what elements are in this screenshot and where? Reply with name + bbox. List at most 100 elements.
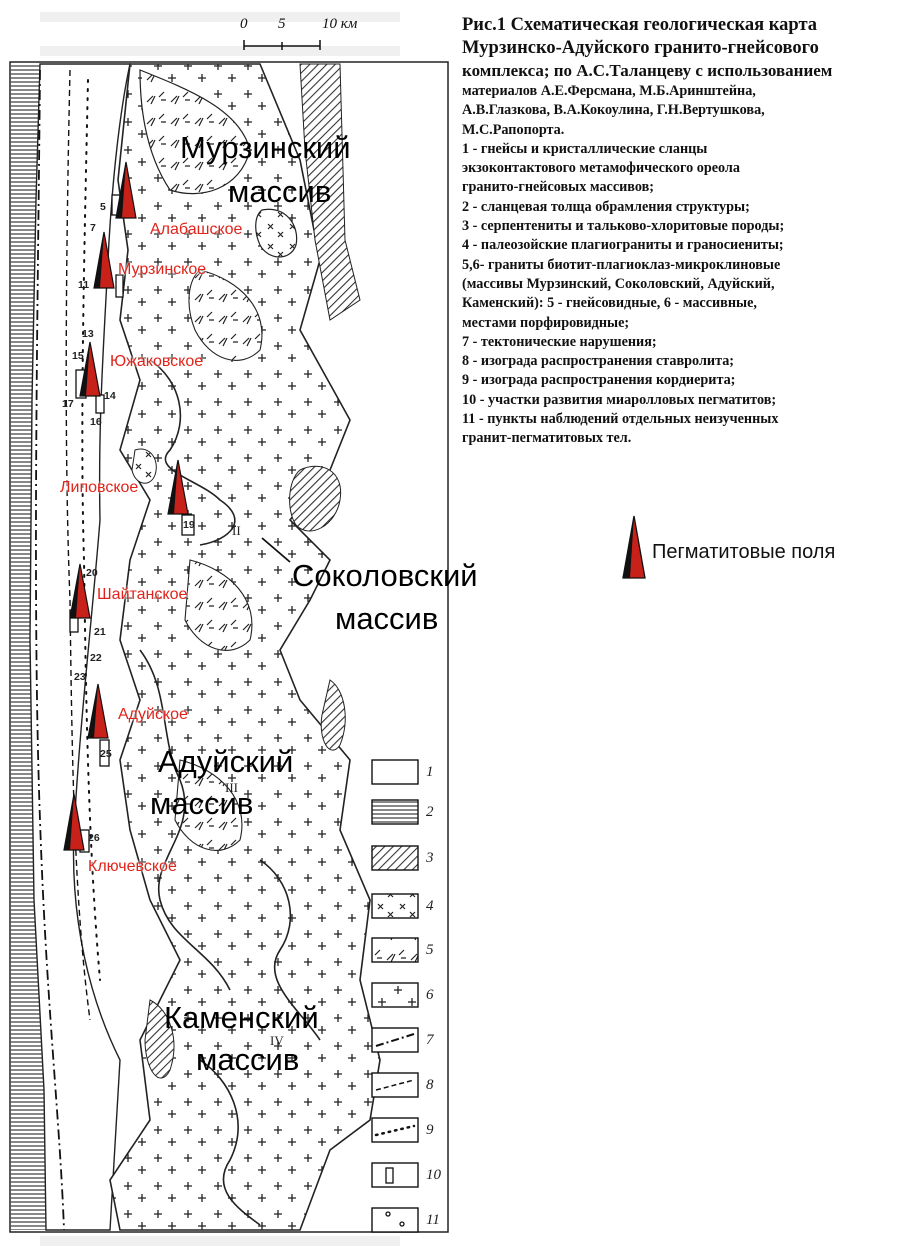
legend-text-1: 1 - гнейсы и кристаллические сланцы <box>462 140 708 157</box>
pegmatite-marker-alabashskoe <box>115 161 137 219</box>
scale-zero: 0 <box>240 16 248 32</box>
field-label-murzinskoe: Мурзинское <box>118 261 207 278</box>
geological-map: II III IV <box>0 0 460 1249</box>
field-label-lipovskoe: Липовское <box>60 479 139 496</box>
legend-text-1b: экзоконтактового метамофического ореола <box>462 160 740 177</box>
massif-kamensky-name: Каменский <box>164 1000 319 1035</box>
roman-numeral-iii: III <box>225 780 238 795</box>
plagiogranite-body <box>255 208 298 258</box>
pegmatite-marker-murzinskoe <box>93 231 115 289</box>
point-number: 11 <box>78 279 90 291</box>
cordierite-isograd <box>81 79 101 981</box>
legend-number-11: 11 <box>426 1212 440 1228</box>
legend-number-4: 4 <box>426 898 434 914</box>
legend-number-10: 10 <box>426 1167 441 1183</box>
sokolovsky-leader-line <box>261 537 291 563</box>
legend-box-7 <box>371 1027 419 1053</box>
serpentinite-east <box>299 63 361 321</box>
legend-text-5-6b: (массивы Мурзинский, Соколовский, Адуйск… <box>462 275 775 292</box>
pegmatite-legend-label: Пегматитовые поля <box>652 541 836 563</box>
legend-number-1: 1 <box>426 764 434 780</box>
gneissic-granite-zone-3 <box>184 559 253 651</box>
massif-sokolovsky-name: Соколовский <box>292 558 478 593</box>
field-label-shaitanskoe: Шайтанское <box>97 586 188 603</box>
massif-murzinsky-name: Мурзинский <box>180 130 351 165</box>
serpentinite-body-4 <box>144 999 175 1079</box>
legend-box-1 <box>371 759 419 785</box>
legend-text-2: 2 - сланцевая толща обрамления структуры… <box>462 198 750 215</box>
legend-text-1c: гранито-гнейсовых массивов; <box>462 179 655 196</box>
legend-text-7: 7 - тектонические нарушения; <box>462 333 657 350</box>
caption-line: А.В.Глазкова, В.А.Кокоулина, Г.Н.Вертушк… <box>462 102 765 119</box>
caption-line: М.С.Рапопорта. <box>462 121 565 138</box>
legend-number-8: 8 <box>426 1077 434 1093</box>
caption-line: материалов А.Е.Ферсмана, М.Б.Аринштейна, <box>462 83 756 99</box>
caption-title-line-3: комплекса; по А.С.Таланцеву с использова… <box>462 61 833 80</box>
serpentinite-body-3 <box>320 679 346 751</box>
figure-caption: Рис.1 Схематическая геологическая карта … <box>462 14 892 449</box>
legend-text-5-6: 5,6- граниты биотит-плагиоклаз-микроклин… <box>462 256 781 273</box>
legend-text-5-6d: местами порфировидные; <box>462 314 630 331</box>
legend-text-11b: гранит-пегматитовых тел. <box>462 430 632 447</box>
gneiss-belt <box>29 63 131 1231</box>
massif-aduisky-name: Адуйский <box>158 744 294 779</box>
pegmatite-marker-klyuchevskoe <box>63 793 85 851</box>
pegmatite-marker-aduiskoe <box>87 683 109 739</box>
point-number: 21 <box>94 626 106 638</box>
legend-text-3: 3 - серпентениты и тальково-хлоритовые п… <box>462 218 785 235</box>
scale-five: 5 <box>278 16 286 32</box>
legend-box-2 <box>371 799 419 825</box>
roman-numeral-iv: IV <box>270 1033 284 1048</box>
scale-ten: 10 км <box>322 16 358 32</box>
legend-box-4 <box>371 893 419 919</box>
legend-text-8: 8 - изограда распространения ставролита; <box>462 353 735 370</box>
point-number: 25 <box>100 748 112 760</box>
caption-title-line-1: Рис.1 Схематическая геологическая карта <box>462 15 818 35</box>
tectonic-fault-line <box>35 69 65 1231</box>
legend-number-6: 6 <box>426 987 434 1003</box>
legend-text-9: 9 - изограда распространения кордиерита; <box>462 372 736 389</box>
scale-bar <box>243 40 321 50</box>
point-number: 7 <box>90 222 96 234</box>
field-label-yuzhakovskoe: Южаковское <box>110 353 204 370</box>
gneissic-granite-zone-4 <box>174 759 243 851</box>
caption-title-line-2: Мурзинско-Адуйского гранито-гнейсового <box>462 38 819 58</box>
inner-contour-4 <box>199 1059 261 1226</box>
roman-numeral-ii: II <box>232 523 241 538</box>
massif-murzinsky-word: массив <box>228 174 332 209</box>
gneissic-granite-zone-2 <box>188 269 263 361</box>
inner-contour-3 <box>259 859 321 1041</box>
pegmatite-marker-lipovskoe <box>167 459 189 515</box>
legend-text-5-6c: Каменский): 5 - гнейсовидные, 6 - массив… <box>462 295 757 312</box>
point-number: 13 <box>82 328 94 340</box>
massif-kamensky-word: массив <box>196 1042 300 1077</box>
legend-number-3: 3 <box>426 850 434 866</box>
point-number: 26 <box>88 832 100 844</box>
legend-number-7: 7 <box>426 1032 434 1048</box>
serpentinite-body-2 <box>289 465 342 532</box>
point-number: 5 <box>100 201 106 213</box>
point-number: 15 <box>72 350 84 362</box>
field-label-alabashskoe: Алабашское <box>150 221 243 238</box>
plagiogranite-body-2 <box>131 448 157 484</box>
massif-sokolovsky-word: массив <box>335 601 439 636</box>
field-label-klyuchevskoe: Ключевское <box>88 858 177 875</box>
legend-box-10 <box>371 1162 419 1188</box>
legend-symbols <box>374 1033 416 1227</box>
legend-box-6 <box>371 982 419 1008</box>
legend-box-5 <box>371 937 419 963</box>
pegmatite-legend-icon <box>622 515 646 579</box>
point-number: 22 <box>90 652 102 664</box>
field-label-aduiskoe: Адуйское <box>118 706 188 723</box>
pegmatite-marker-shaitanskoe <box>69 563 91 619</box>
inner-contour-2 <box>139 649 231 991</box>
point-number: 19 <box>183 519 195 531</box>
legend-box-3 <box>371 845 419 871</box>
legend-number-2: 2 <box>426 804 434 820</box>
legend-box-11 <box>371 1207 419 1233</box>
gneissic-granite-murzinsky <box>139 69 251 195</box>
point-number: 14 <box>104 390 116 402</box>
schist-strip-west <box>11 64 46 1230</box>
legend-text-10: 10 - участки развития миаролловых пегмат… <box>462 391 777 408</box>
massif-aduisky-word: массив <box>150 786 254 821</box>
